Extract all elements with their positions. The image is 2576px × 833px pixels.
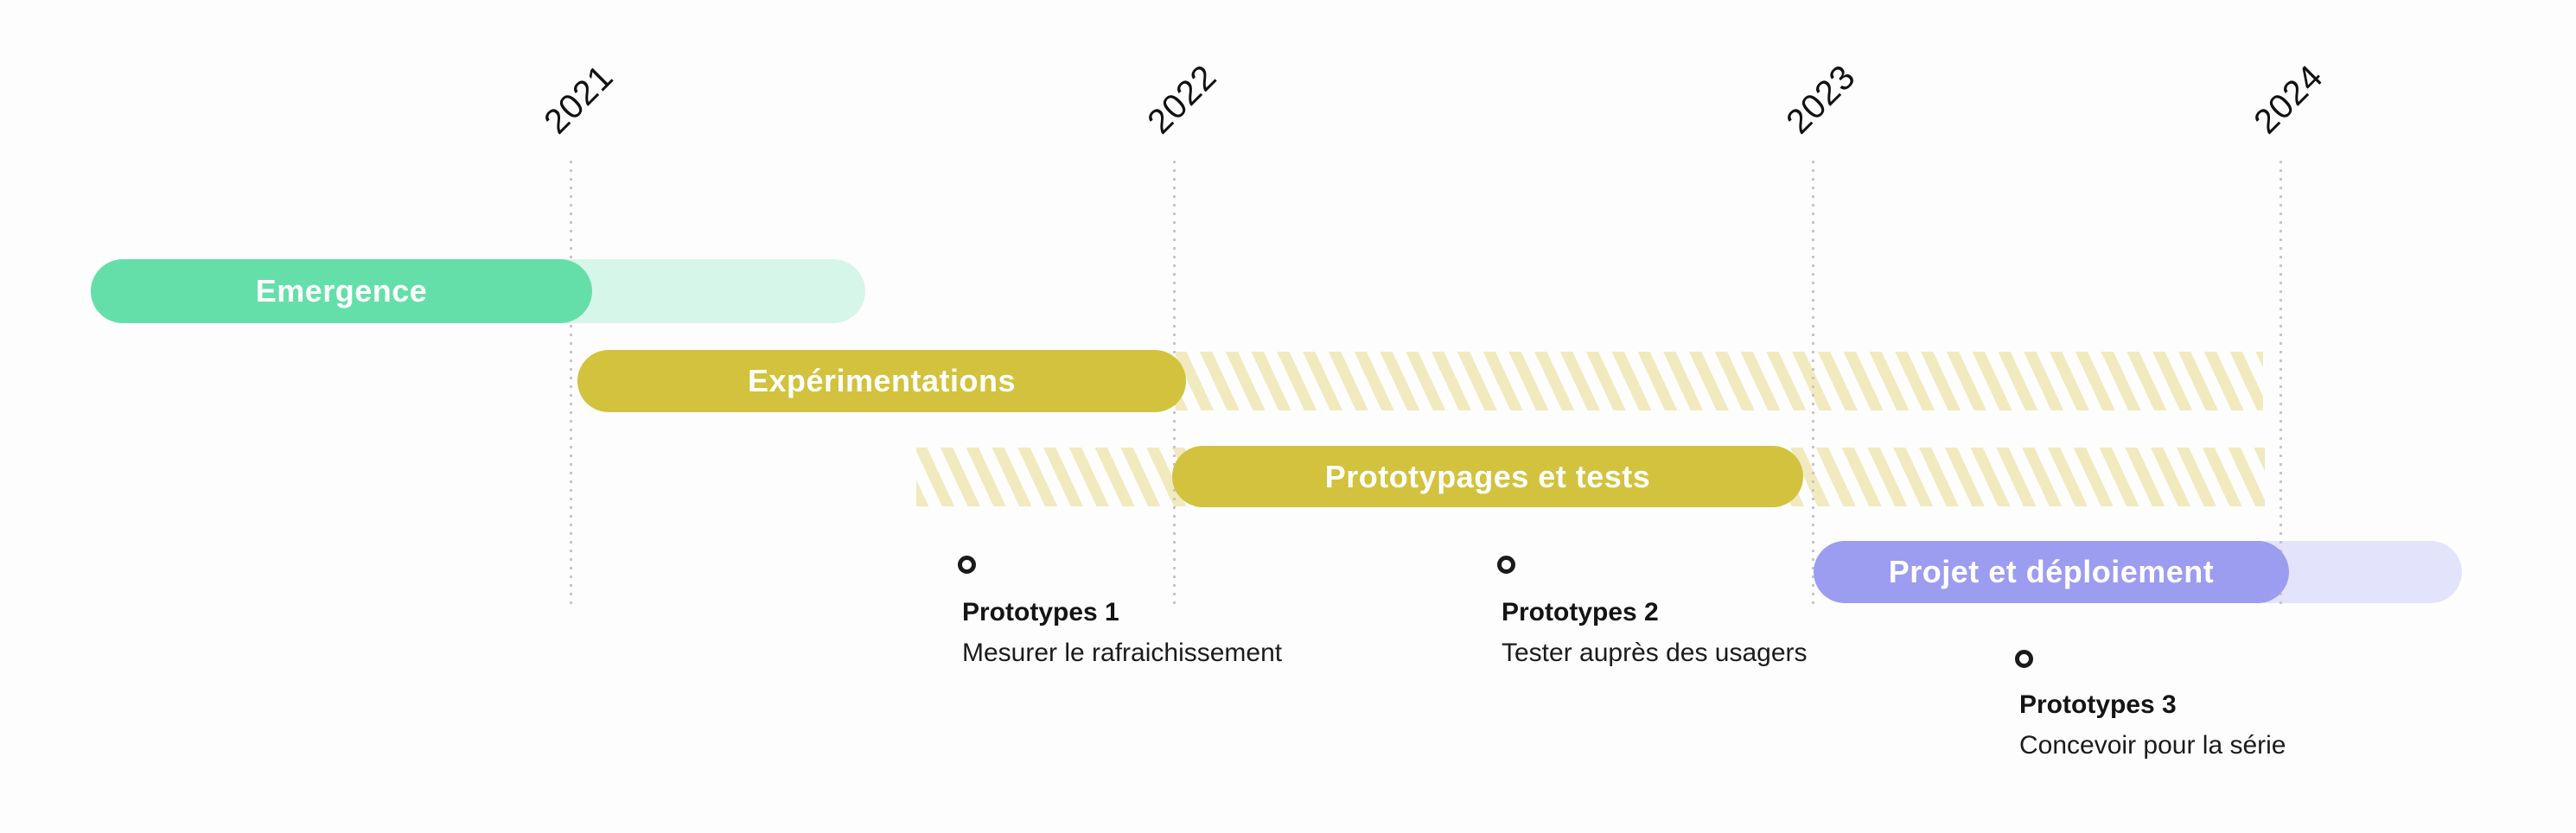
gridline-2021 (570, 161, 572, 605)
hatch-experimentations-projection (1176, 352, 2263, 410)
year-label-2023: 2023 (1779, 57, 1864, 142)
phase-bar-experimentations: Expérimentations (577, 350, 1186, 412)
milestone-1-title: Prototypes 1 (962, 598, 1119, 626)
milestone-2-circle-icon (1497, 556, 1515, 574)
phase-bar-projet: Projet et déploiement (1814, 541, 2289, 603)
phase-label-emergence: Emergence (255, 273, 428, 308)
phase-label-prototypages: Prototypages et tests (1324, 458, 1651, 494)
milestone-1-circle-icon (958, 556, 976, 574)
year-label-2024: 2024 (2247, 57, 2331, 142)
gridline-2024 (2280, 161, 2282, 605)
milestone-3-title: Prototypes 3 (2019, 690, 2177, 719)
gridline-2023 (1812, 161, 1814, 605)
milestone-3-circle-icon (2015, 650, 2033, 668)
phase-bar-prototypages: Prototypages et tests (1172, 446, 1803, 507)
milestone-3-description: Concevoir pour la série (2019, 731, 2286, 760)
year-label-2021: 2021 (537, 57, 622, 142)
phase-bar-emergence: Emergence (91, 259, 592, 323)
year-label-2022: 2022 (1140, 57, 1225, 142)
milestone-1-description: Mesurer le rafraichissement (962, 639, 1283, 667)
phase-label-projet: Projet et déploiement (1888, 554, 2215, 589)
milestone-2-description: Tester auprès des usagers (1502, 639, 1808, 667)
phase-label-experimentations: Expérimentations (747, 363, 1017, 398)
milestone-2-title: Prototypes 2 (1502, 598, 1659, 626)
